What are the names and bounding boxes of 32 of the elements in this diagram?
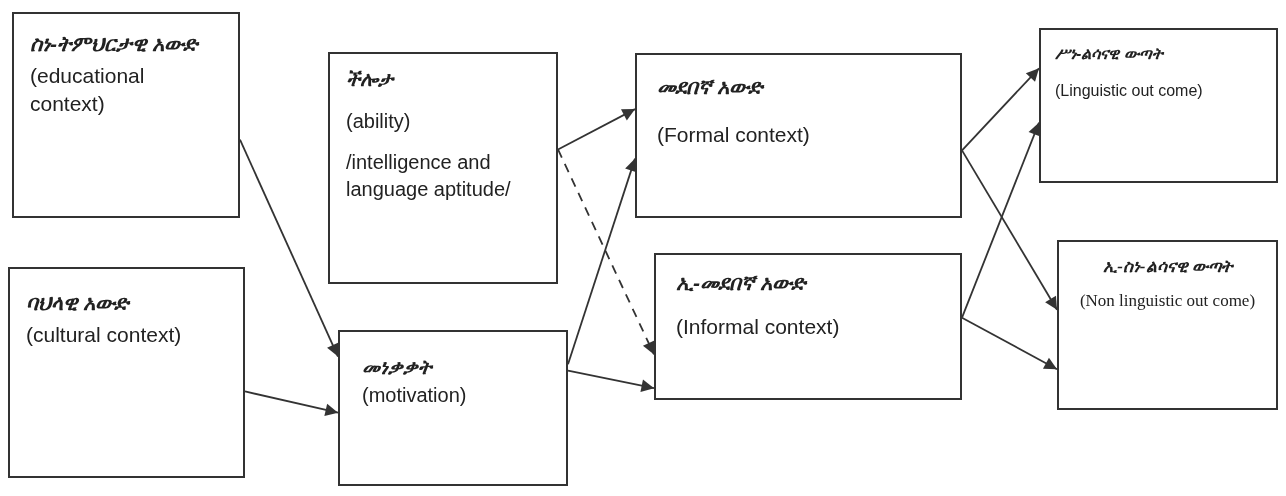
box-text: (educational context) [30, 62, 146, 117]
box-heading: መነቃቃት [362, 355, 434, 380]
arrow [961, 149, 1058, 311]
box-heading: ኢ-ስነ-ልሳናዊ ውጣት [1102, 256, 1235, 278]
arrow [244, 390, 339, 417]
box-heading: ችሎታ [346, 67, 396, 92]
arrow [567, 369, 655, 392]
box-text: (Formal context) [657, 121, 811, 148]
box-text: (Informal context) [676, 313, 841, 340]
box-text: (ability) [346, 109, 412, 134]
box-text: /intelligence and language aptitude/ [346, 150, 512, 202]
box-heading: ሥነ-ልሳናዊ ውጣት [1055, 44, 1165, 64]
concept-box [338, 330, 568, 486]
concept-box [8, 267, 245, 478]
concept-box [654, 253, 962, 400]
concept-box [1057, 240, 1278, 410]
arrow [961, 316, 1058, 371]
box-heading: ስነ-ትምህርታዊ አውድ [30, 31, 201, 57]
arrow [961, 67, 1040, 152]
box-heading: ኢ-መደበኛ አውድ [676, 270, 809, 296]
concept-box [328, 52, 558, 284]
concept-box [12, 12, 240, 218]
arrow [557, 108, 636, 151]
box-text: (cultural context) [26, 321, 183, 348]
box-text: (Linguistic out come) [1055, 81, 1204, 101]
box-text: (motivation) [362, 383, 468, 408]
box-heading: ባህላዊ አውድ [26, 290, 132, 316]
box-heading: መደበኛ አውድ [657, 74, 766, 100]
dashed-arrow [557, 148, 655, 356]
concept-box [635, 53, 962, 218]
box-text: (Non linguistic out come) [1078, 289, 1257, 312]
concept-box [1039, 28, 1278, 183]
